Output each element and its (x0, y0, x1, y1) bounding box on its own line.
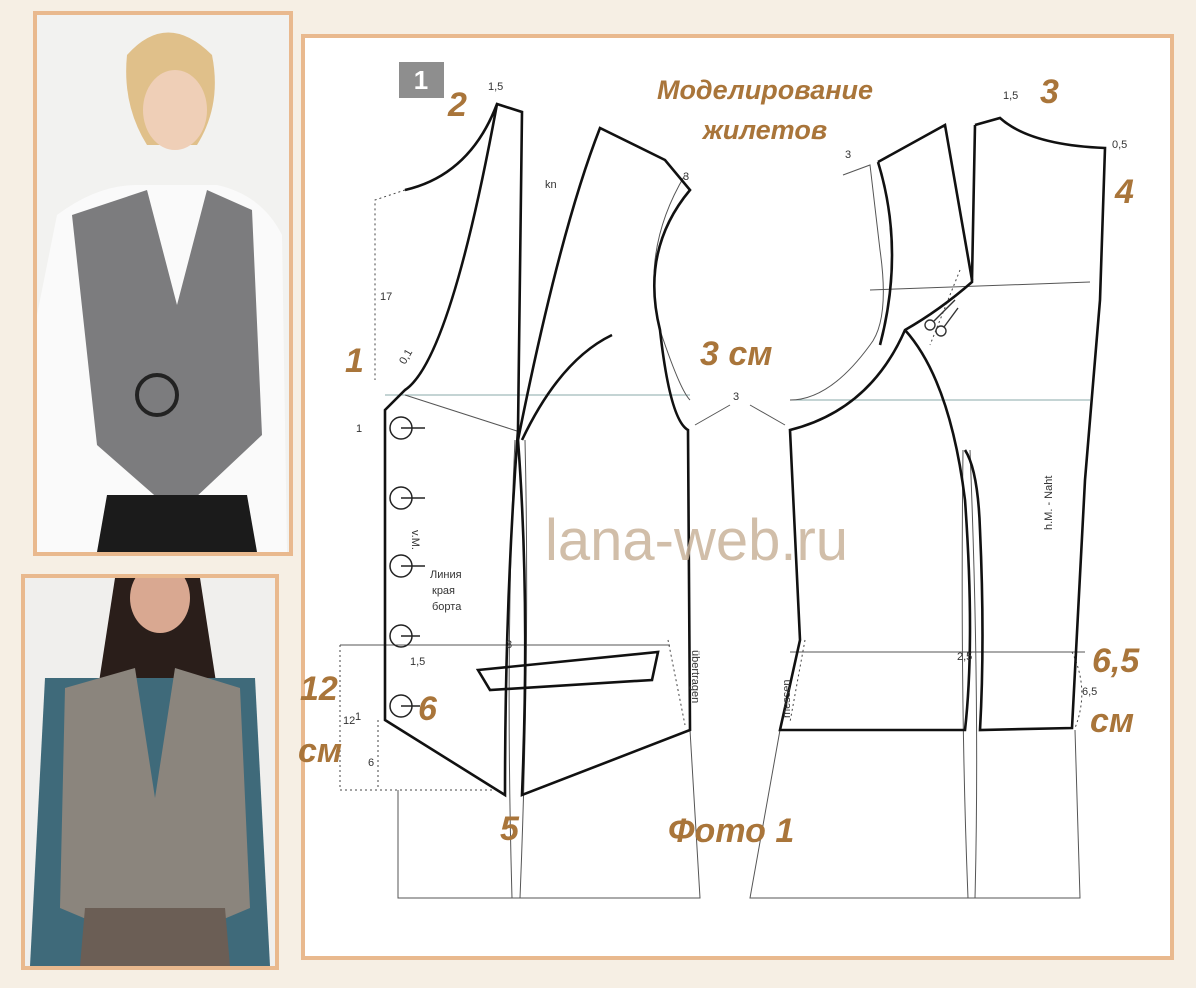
buttons (389, 416, 425, 718)
label-front-shoulder: 1,5 (488, 81, 503, 93)
label-button-offset-top: 1 (356, 423, 362, 435)
photo-woman-print-vest (21, 574, 279, 970)
cut-line (929, 269, 961, 346)
label-hem-12: 12 (343, 715, 355, 727)
front-side-inner (520, 333, 613, 441)
back-center-piece (963, 116, 1107, 732)
marker-3: 3 (1040, 73, 1059, 111)
back-side-piece (778, 122, 974, 732)
back-dart-extension (961, 449, 978, 899)
extended-front-outline (397, 729, 701, 899)
label-back-neck: 0,5 (1112, 139, 1127, 151)
label-back-dart: 2,5 (957, 651, 972, 663)
figure-badge-number: 1 (414, 65, 428, 95)
back-hem-dimension (1071, 651, 1083, 729)
callout-hem-6-5: 6,5 (1092, 642, 1140, 680)
side-transfer-line (667, 639, 686, 726)
label-dart-width: 3 (506, 639, 512, 651)
scissors-icon (924, 299, 959, 337)
callout-armhole-3cm: 3 см (700, 335, 772, 373)
pattern-panel (301, 34, 1174, 960)
label-edge-line-2: края (432, 585, 455, 597)
label-neck-depth: 17 (380, 291, 392, 303)
marker-4: 4 (1114, 173, 1134, 211)
page-title: Моделирование жилетов (656, 75, 874, 145)
label-side-armhole-gap: 3 (733, 391, 739, 403)
neck-depth-dimension (374, 189, 406, 380)
welt-pocket (475, 650, 660, 692)
callout-hem-12-unit: см (298, 732, 342, 770)
label-point-offset: 1,5 (410, 656, 425, 668)
label-kn: kn (545, 179, 557, 191)
marker-5: 5 (500, 810, 520, 848)
label-ubertragen: übertragen (689, 650, 701, 703)
figure-badge (399, 62, 444, 98)
label-back-armhole: 3 (845, 149, 851, 161)
lapel-fold-line (404, 394, 521, 433)
yoke-line-back (869, 281, 1091, 291)
extended-back-outline (749, 729, 1081, 899)
label-button-offset-bottom: 1 (355, 711, 361, 723)
front-center-piece (383, 102, 524, 798)
back-armhole-original (789, 164, 884, 401)
photo-caption: Фото 1 (668, 812, 794, 850)
label-messen: messen (781, 679, 793, 718)
label-edge-line-3: борта (432, 601, 462, 613)
watermark: lana-web.ru (545, 508, 848, 573)
marker-1: 1 (345, 342, 364, 380)
label-center-front: v.M. (409, 530, 421, 550)
label-back-seam: h.M. - Naht (1043, 476, 1055, 530)
front-armhole-original (653, 174, 691, 401)
label-back-shoulder: 1,5 (1003, 90, 1018, 102)
label-edge-line-1: Линия (430, 569, 462, 581)
hem-dimension-12 (339, 645, 500, 791)
marker-2: 2 (447, 86, 467, 124)
callout-hem-6-5-unit: см (1090, 702, 1134, 740)
front-side-piece (516, 126, 692, 797)
armhole-gap-arrows (694, 404, 786, 426)
label-lapel: 0,1 (397, 347, 415, 366)
label-back-hem: 6,5 (1082, 686, 1097, 698)
label-front-armhole: 3 (683, 171, 689, 183)
label-hem-6: 6 (368, 757, 374, 769)
back-measure-line (789, 639, 806, 723)
marker-6: 6 (418, 690, 438, 728)
photo-woman-gray-vest (33, 11, 293, 556)
callout-hem-12: 12 (300, 670, 338, 708)
